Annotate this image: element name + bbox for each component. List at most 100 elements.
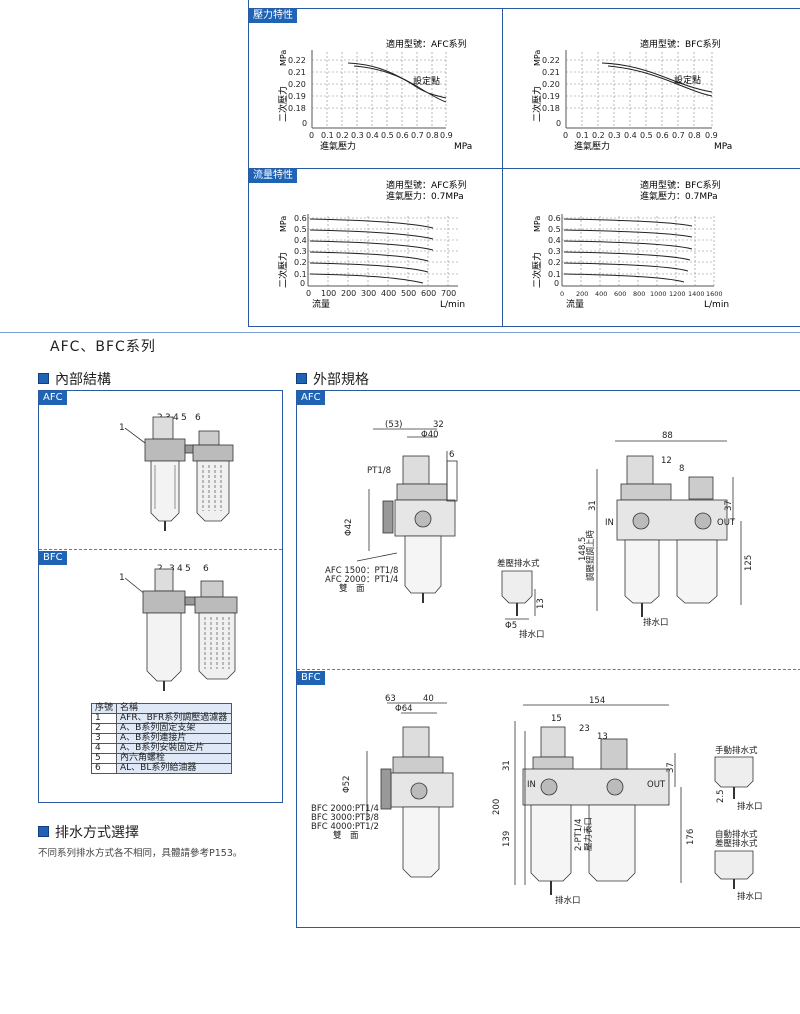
pressure-chart-afc: 適用型號：AFC系列 MPa 二次壓力 0.22 0.21 0.20 0.19 … <box>277 38 472 152</box>
bfc-dim-63: 63 <box>385 694 396 704</box>
afc-drain-port: 排水口 <box>519 629 545 640</box>
afc-out-label: OUT <box>717 518 736 528</box>
flow-bfc-xtick: 0 <box>560 290 564 298</box>
pressure-afc-ytick: 0.22 <box>288 56 306 65</box>
flow-afc-ytick: 0.2 <box>294 258 307 267</box>
flow-bfc-xtick: 600 <box>614 290 626 298</box>
external-specs-heading: 外部規格 <box>296 369 369 389</box>
pressure-afc-unit-x: MPa <box>454 142 472 152</box>
bfc-dim-23: 23 <box>579 724 590 734</box>
flow-bfc-ytick: 0.4 <box>548 236 561 245</box>
internal-structure-title: 內部結構 <box>55 372 111 388</box>
table-cell: A、B系列安裝固定片 <box>116 743 233 754</box>
flow-bfc-ytick: 0.5 <box>548 225 561 234</box>
flow-afc-xtick: 200 <box>341 289 356 298</box>
pressure-bfc-ytick: 0.18 <box>542 104 560 113</box>
flow-bfc-ytick: 0.6 <box>548 214 561 223</box>
afc-dim-12: 12 <box>661 456 672 466</box>
flow-bfc-curves <box>563 218 693 283</box>
drain-description: 不同系列排水方式各不相同，具體請參考P153。 <box>38 848 243 859</box>
flow-afc-unit-y: MPa <box>279 216 288 232</box>
flow-afc-ytick: 0.1 <box>294 270 307 279</box>
external-afc-tag: AFC <box>297 391 325 405</box>
flow-bfc-xtick: 800 <box>633 290 645 298</box>
flow-afc-ylabel: 二次壓力 <box>277 252 289 288</box>
flow-afc-xlabel: 流量 <box>312 298 330 310</box>
section-bullet-icon <box>38 826 49 837</box>
section-divider <box>0 332 800 333</box>
bfc-manual-drain: 手動排水式 <box>715 745 758 756</box>
bfc-dim-pt-note: 壓力表口 <box>583 817 594 851</box>
pressure-bfc-xtick: 0.1 <box>576 131 589 140</box>
flow-afc-xtick: 400 <box>381 289 396 298</box>
bfc-dim-25: 2.5 <box>716 789 726 803</box>
afc-dim-13: 13 <box>536 598 546 609</box>
pressure-afc-xtick: 0.7 <box>411 131 424 140</box>
pressure-afc-ytick: 0 <box>302 119 307 128</box>
flow-bfc-grid <box>562 216 715 286</box>
pressure-bfc-xtick: 0.8 <box>688 131 701 140</box>
afc-drain-port-2: 排水口 <box>643 617 669 628</box>
flow-bfc-xlabel: 流量 <box>566 298 584 310</box>
afc-dim-88: 88 <box>662 431 673 441</box>
table-cell: AL、BL系列給油器 <box>116 763 233 774</box>
flow-afc-ytick: 0.3 <box>294 247 307 256</box>
pressure-afc-xtick: 0.1 <box>321 131 334 140</box>
pressure-afc-curve-1 <box>347 62 447 99</box>
drain-heading: 排水方式選擇 <box>38 822 139 842</box>
bfc-dim-139: 139 <box>502 831 512 847</box>
pressure-afc-xtick: 0 <box>309 131 314 140</box>
flow-afc-xtick: 300 <box>361 289 376 298</box>
bfc-in-label: IN <box>527 780 536 790</box>
pressure-bfc-xtick: 0.3 <box>608 131 621 140</box>
pressure-afc-xtick: 0.4 <box>366 131 379 140</box>
table-cell: 6 <box>90 763 118 774</box>
flow-afc-model-label: 適用型號：AFC系列 <box>386 179 467 191</box>
chart-frame-left <box>248 0 249 326</box>
pressure-bfc-ytick: 0.19 <box>542 92 560 101</box>
flow-bfc-xtick: 200 <box>576 290 588 298</box>
flow-bfc-unit-y: MPa <box>533 216 542 232</box>
callout-6: 6 <box>195 413 201 423</box>
flow-characteristics-tag: 流量特性 <box>249 169 297 183</box>
flow-bfc-xtick: 400 <box>595 290 607 298</box>
bfc-dim-31: 31 <box>502 760 512 771</box>
pressure-afc-xtick: 0.3 <box>351 131 364 140</box>
pressure-bfc-unit-x: MPa <box>714 142 732 152</box>
flow-bfc-xtick: 1200 <box>669 290 686 298</box>
pressure-afc-ytick: 0.19 <box>288 92 306 101</box>
flow-afc-ytick: 0.5 <box>294 225 307 234</box>
pressure-bfc-ytick: 0.22 <box>542 56 560 65</box>
flow-bfc-ytick: 0.1 <box>548 270 561 279</box>
flow-bfc-model-label: 適用型號：BFC系列 <box>640 179 721 191</box>
bfc-dim-pt14: 2-PT1/4 <box>574 819 584 851</box>
flow-bfc-xtick: 1400 <box>688 290 705 298</box>
chart-frame-mid <box>502 8 503 326</box>
external-bfc-tag: BFC <box>297 671 325 685</box>
pressure-bfc-xlabel: 進氣壓力 <box>574 140 610 152</box>
bfc-out-label: OUT <box>647 780 666 790</box>
bfc-dim-40: 40 <box>423 694 434 704</box>
table-cell: 3 <box>90 733 118 744</box>
chart-frame-bottom <box>248 326 800 327</box>
section-bullet-icon <box>296 373 307 384</box>
pressure-afc-unit-y: MPa <box>279 50 288 66</box>
external-specs-title: 外部規格 <box>313 372 369 388</box>
bfc-dim-176: 176 <box>686 829 696 845</box>
bfc-dim-64: Φ64 <box>395 704 413 714</box>
afc-dim-6: 6 <box>449 450 454 460</box>
pressure-afc-xtick: 0.9 <box>440 131 453 140</box>
bfc-dim-200: 200 <box>492 799 502 815</box>
section-bullet-icon <box>38 373 49 384</box>
pressure-afc-xtick: 0.2 <box>336 131 349 140</box>
pressure-bfc-xtick: 0.2 <box>592 131 605 140</box>
flow-afc-ytick: 0 <box>300 279 305 288</box>
table-header-cell: 名稱 <box>116 703 233 714</box>
afc-section-drawing: 1 2 3 4 5 6 <box>119 413 234 531</box>
bfc-dim-13: 13 <box>597 732 608 742</box>
pressure-afc-xtick: 0.6 <box>396 131 409 140</box>
